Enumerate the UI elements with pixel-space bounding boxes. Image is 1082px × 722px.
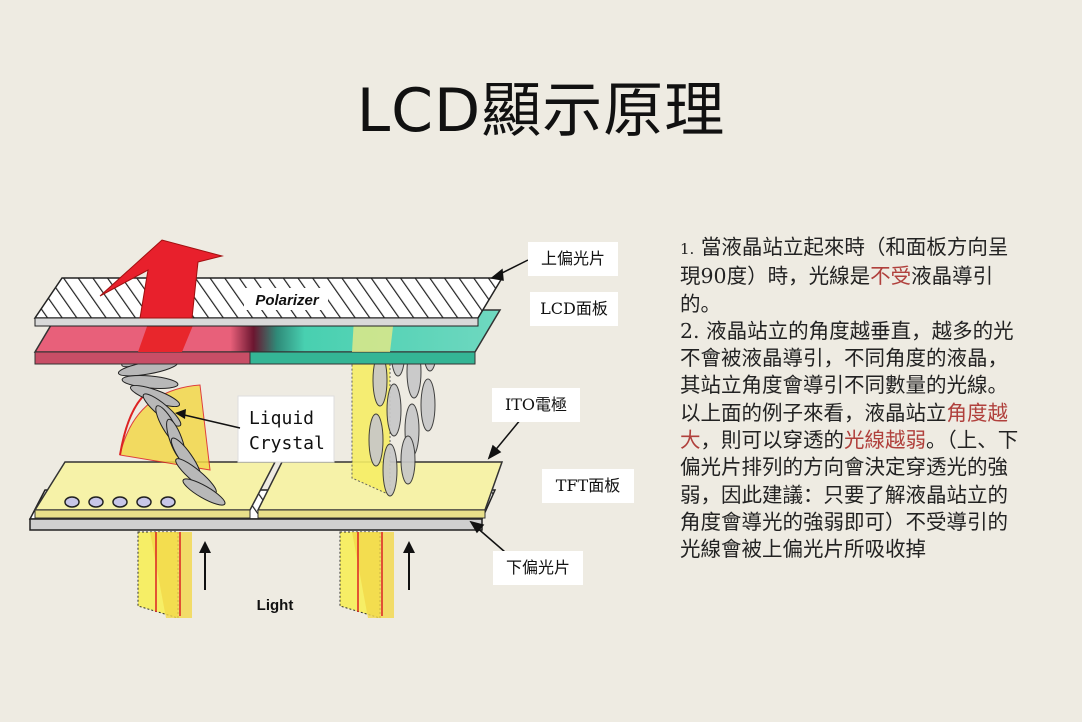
light-label: Light [257, 597, 294, 614]
liquid-crystal-callout: Liquid Crystal [175, 395, 335, 463]
light-arrow-left [199, 541, 211, 590]
lower-polarizer-callout: 下偏光片 [493, 551, 583, 585]
description-paragraph-1: 1. 當液晶站立起來時（和面板方向呈現90度）時，光線是不受液晶導引的。 [680, 235, 1009, 316]
polarizer-label: Polarizer [255, 292, 320, 309]
tft-dots [64, 496, 176, 508]
light-arrow-right [403, 541, 415, 590]
light-beam-right [339, 531, 394, 619]
lcd-structure-diagram: Polarizer Liquid Crystal Light [28, 239, 531, 619]
light-beam-left [137, 531, 192, 619]
red-light-arrow [99, 239, 224, 319]
crystal-label: Crystal [249, 433, 325, 454]
description-text: 1. 當液晶站立起來時（和面板方向呈現90度）時，光線是不受液晶導引的。 2. … [680, 234, 1025, 564]
upper-polarizer: Polarizer [33, 277, 504, 327]
upright-liquid-crystal [351, 318, 438, 497]
description-paragraph-2: 2. 液晶站立的角度越垂直，越多的光不會被液晶導引，不同角度的液晶，其站立角度會… [680, 318, 1019, 562]
page-title: LCD顯示原理 [356, 76, 726, 146]
upper-polarizer-callout: 上偏光片 [528, 242, 618, 276]
tft-panel [33, 461, 504, 519]
ito-electrode-callout: ITO電極 [492, 388, 580, 422]
tft-panel-callout: TFT面板 [542, 469, 634, 503]
liquid-label: Liquid [249, 408, 314, 429]
lcd-panel-callout: LCD面板 [530, 292, 618, 326]
